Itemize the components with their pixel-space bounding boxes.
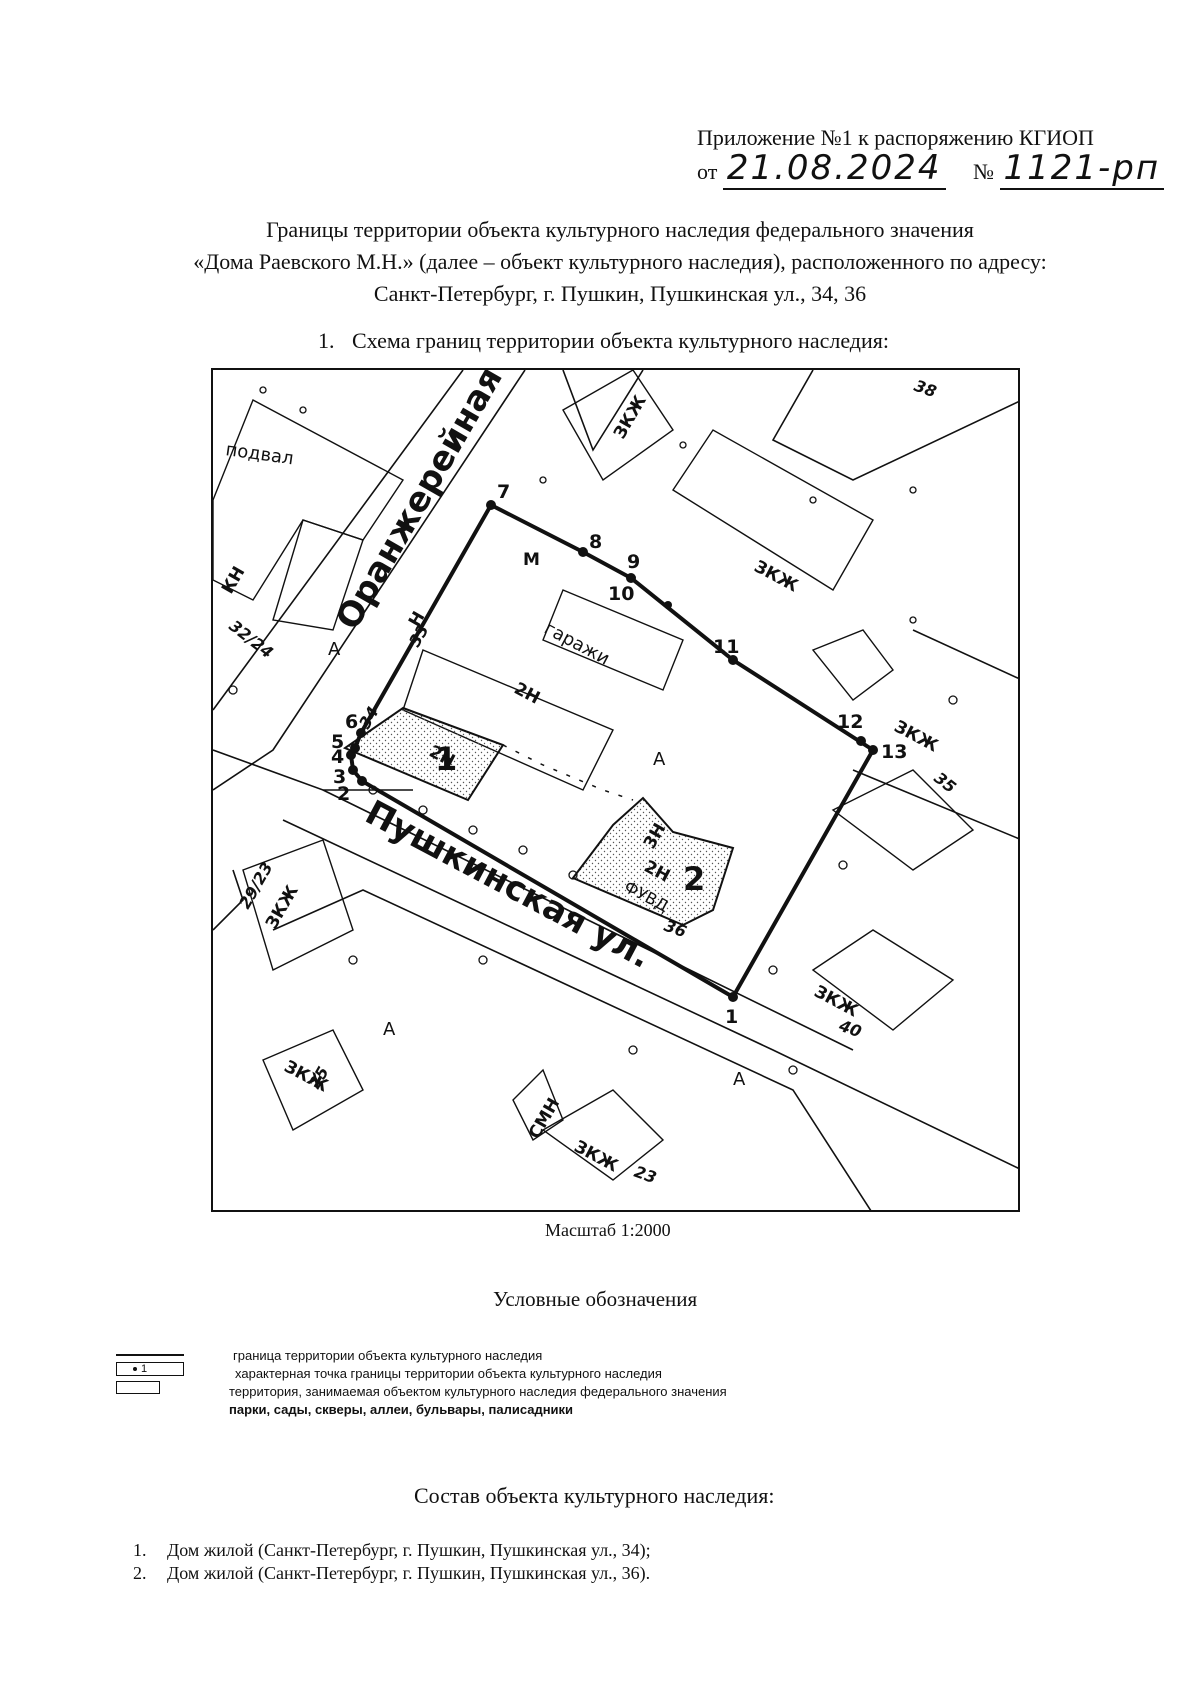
point-label-12: 12 [837, 711, 863, 733]
boundary-point-11 [728, 655, 738, 665]
boundary-point-10 [664, 601, 672, 609]
point-label-8: 8 [589, 531, 602, 553]
point-label-5: 5 [331, 731, 344, 753]
number-prefix: № [973, 159, 994, 184]
boundary-point-5 [350, 743, 360, 753]
boundary-point-7 [486, 500, 496, 510]
point-label-1: 1 [725, 1006, 738, 1028]
composition-item-2: 2. Дом жилой (Санкт-Петербург, г. Пушкин… [133, 1563, 650, 1584]
order-date: 21.08.2024 [722, 148, 946, 190]
boundary-point-2 [357, 776, 367, 786]
object-2-number: 2 [683, 860, 705, 898]
building-label-10: ЗКЖ [571, 1137, 622, 1177]
point-label-3: 3 [333, 766, 346, 788]
building-label-8: ЗКЖ [262, 882, 303, 933]
address-38: 38 [912, 376, 939, 401]
label-a-4: А [383, 1019, 396, 1040]
building-label-2: ЗКЖ [751, 557, 802, 597]
legend-title: Условные обозначения [493, 1287, 698, 1311]
street-edges [213, 370, 1018, 1210]
point-label-10: 10 [608, 583, 634, 605]
legend-item-4: парки, сады, скверы, аллеи, бульвары, па… [229, 1402, 574, 1417]
section-1-text: Схема границ территории объекта культурн… [352, 328, 890, 353]
building-labels: ЗКЖ ЗКЖ ЗКЖ 2Н 2Н 3Н 2Н ЗКЖ ЗКЖ ЗКЖ СМН … [218, 392, 942, 1177]
legend-point-swatch: 1 [116, 1362, 184, 1376]
map-drawing: Оранжерейная ул. Пушкинская ул. 1 2 1 2 … [213, 370, 1018, 1210]
point-label-9: 9 [627, 551, 640, 573]
section-1-heading: 1. Схема границ территории объекта культ… [318, 328, 889, 354]
section-1-number: 1. [318, 328, 335, 353]
order-details-line: от 21.08.2024 № 1121-рп [697, 148, 1165, 190]
title-line-1: Границы территории объекта культурного н… [266, 217, 974, 242]
boundary-point-3 [348, 765, 358, 775]
label-a-1: А [653, 749, 666, 770]
title-line-3: Санкт-Петербург, г. Пушкин, Пушкинская у… [373, 281, 867, 306]
point-label-6: 6 [345, 711, 358, 733]
legend-list: граница территории объекта культурного н… [229, 1347, 727, 1419]
map-scale: Масштаб 1:2000 [545, 1220, 671, 1240]
legend-item-2: характерная точка границы территории объ… [235, 1366, 662, 1381]
boundary-point-labels: 1 2 3 4 5 6 7 8 9 10 11 12 13 [331, 481, 907, 1028]
appendix-heading: Приложение №1 к распоряжению КГИОП [697, 125, 1094, 150]
boundary-point-1 [728, 992, 738, 1002]
point-label-2: 2 [337, 783, 350, 805]
inner-dashed-line [502, 744, 634, 801]
boundary-points [346, 500, 878, 1002]
legend-item-1: граница территории объекта культурного н… [233, 1348, 543, 1363]
building-label-15: М [523, 550, 540, 570]
address-40: 40 [836, 1016, 864, 1042]
point-label-13: 13 [881, 741, 907, 763]
address-23: 23 [632, 1162, 659, 1187]
label-a-2: А [328, 639, 341, 660]
address-29-23: 29/23 [235, 859, 277, 912]
composition-item-1: 1. Дом жилой (Санкт-Петербург, г. Пушкин… [133, 1540, 651, 1561]
object-1-number: 1 [435, 740, 457, 778]
building-label-1: ЗКЖ [610, 392, 651, 443]
boundary-point-12 [856, 736, 866, 746]
object-2-footprint [571, 796, 735, 927]
label-a-3: А [733, 1069, 746, 1090]
document-title: Границы территории объекта культурного н… [20, 214, 1200, 310]
point-label-7: 7 [497, 481, 510, 503]
order-number: 1121-рп [999, 148, 1165, 190]
boundary-point-9 [626, 573, 636, 583]
building-label-13: КН [218, 563, 249, 597]
label-podval: подвал [224, 439, 295, 469]
address-32-24: 32/24 [226, 616, 277, 662]
legend-boundary-line-swatch [116, 1354, 184, 1356]
date-prefix: от [697, 159, 718, 184]
building-outlines [213, 370, 975, 1181]
composition-item-2-text: Дом жилой (Санкт-Петербург, г. Пушкин, П… [167, 1563, 651, 1583]
title-line-2: «Дома Раевского М.Н.» (далее – объект ку… [193, 249, 1047, 274]
composition-item-1-text: Дом жилой (Санкт-Петербург, г. Пушкин, П… [167, 1540, 651, 1560]
map-symbols [228, 386, 958, 1075]
composition-title: Состав объекта культурного наследия: [414, 1483, 775, 1508]
legend-item-3: территория, занимаемая объектом культурн… [229, 1384, 727, 1399]
boundary-point-6 [356, 728, 366, 738]
boundary-map: Оранжерейная ул. Пушкинская ул. 1 2 1 2 … [211, 368, 1020, 1212]
building-label-11: СМН [525, 1095, 564, 1143]
legend-territory-swatch [116, 1381, 160, 1394]
boundary-point-8 [578, 547, 588, 557]
composition-item-1-number: 1. [133, 1540, 147, 1560]
composition-item-2-number: 2. [133, 1563, 147, 1583]
point-label-11: 11 [713, 636, 739, 658]
point-label-4: 4 [331, 746, 344, 768]
legend-point-label: 1 [141, 1363, 148, 1375]
legend-point-dot-icon [133, 1367, 137, 1372]
building-label-4: 2Н [511, 679, 543, 709]
boundary-point-13 [868, 745, 878, 755]
